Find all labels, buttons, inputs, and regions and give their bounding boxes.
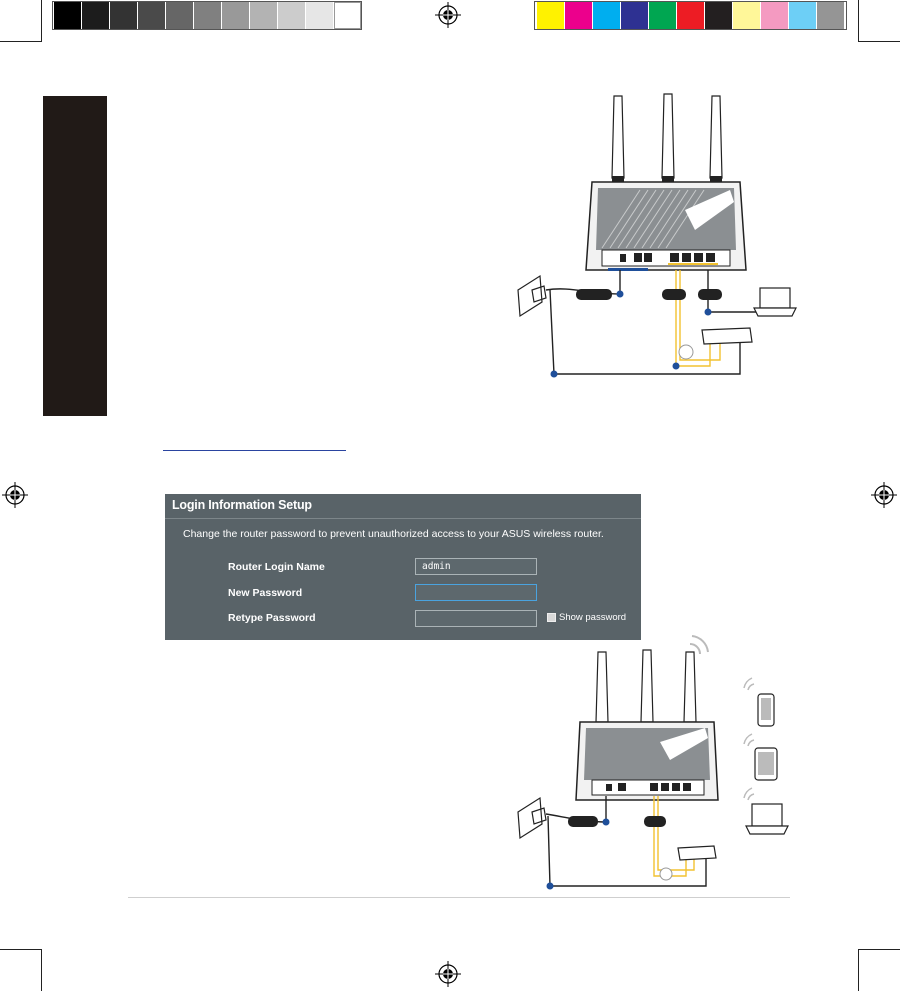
modem-icon bbox=[677, 845, 717, 861]
color-swatch bbox=[705, 2, 732, 29]
color-swatch bbox=[817, 2, 844, 29]
panel-divider bbox=[165, 518, 641, 519]
tablet-icon bbox=[754, 747, 778, 781]
new-password-label: New Password bbox=[228, 587, 303, 599]
power-outlet-icon bbox=[517, 274, 547, 318]
gray-swatch bbox=[138, 2, 165, 29]
retype-password-label: Retype Password bbox=[228, 612, 316, 624]
power-adapter-icon bbox=[568, 816, 598, 827]
smartphone-icon bbox=[757, 693, 775, 727]
cable-label-icon bbox=[662, 289, 686, 300]
cable-label-icon bbox=[698, 289, 722, 300]
router-wired-setup-diagram bbox=[517, 93, 797, 378]
show-password-checkbox[interactable] bbox=[547, 613, 556, 622]
antenna-icon bbox=[611, 93, 723, 179]
gray-swatch bbox=[278, 2, 305, 29]
color-swatch bbox=[593, 2, 620, 29]
color-swatch bbox=[649, 2, 676, 29]
gray-swatch bbox=[250, 2, 277, 29]
router-wireless-setup-diagram bbox=[517, 635, 789, 890]
show-password-label: Show password bbox=[559, 612, 627, 623]
color-swatch bbox=[789, 2, 816, 29]
cable-label-icon bbox=[644, 816, 666, 827]
router-login-name-label: Router Login Name bbox=[228, 561, 325, 573]
show-password-toggle[interactable]: Show password bbox=[547, 612, 626, 623]
color-swatch bbox=[733, 2, 760, 29]
modem-icon bbox=[701, 327, 753, 345]
router-icon bbox=[575, 721, 719, 801]
gray-swatch bbox=[306, 2, 333, 29]
laptop-icon bbox=[753, 287, 797, 317]
globe-icon bbox=[678, 344, 694, 360]
power-adapter-icon bbox=[576, 289, 612, 300]
gray-swatch bbox=[166, 2, 193, 29]
gray-swatch bbox=[110, 2, 137, 29]
registration-mark-icon bbox=[2, 482, 28, 508]
color-swatch bbox=[761, 2, 788, 29]
color-swatch bbox=[621, 2, 648, 29]
panel-title: Login Information Setup bbox=[172, 498, 312, 512]
wifi-signal-icon bbox=[689, 635, 709, 655]
gray-swatch bbox=[334, 2, 361, 29]
color-bar-frame bbox=[52, 1, 362, 30]
registration-mark-icon bbox=[871, 482, 897, 508]
gray-swatch bbox=[82, 2, 109, 29]
panel-description: Change the router password to prevent un… bbox=[183, 528, 604, 540]
page-footer-rule bbox=[128, 897, 790, 898]
gray-swatch bbox=[54, 2, 81, 29]
login-info-setup-panel: Login Information Setup Change the route… bbox=[165, 494, 641, 640]
router-login-name-field[interactable]: admin bbox=[415, 558, 537, 575]
retype-password-field[interactable] bbox=[415, 610, 537, 627]
color-swatch bbox=[565, 2, 592, 29]
laptop-icon bbox=[745, 803, 789, 835]
new-password-field[interactable] bbox=[415, 584, 537, 601]
router-icon bbox=[585, 181, 747, 271]
color-bar-frame bbox=[534, 1, 847, 30]
color-swatch bbox=[677, 2, 704, 29]
gray-swatch bbox=[222, 2, 249, 29]
router-url-link[interactable] bbox=[163, 450, 346, 451]
registration-mark-icon bbox=[435, 2, 461, 28]
globe-icon bbox=[659, 867, 673, 881]
color-swatch bbox=[537, 2, 564, 29]
registration-mark-icon bbox=[435, 961, 461, 987]
language-tab bbox=[43, 96, 107, 416]
power-outlet-icon bbox=[517, 796, 547, 840]
gray-swatch bbox=[194, 2, 221, 29]
